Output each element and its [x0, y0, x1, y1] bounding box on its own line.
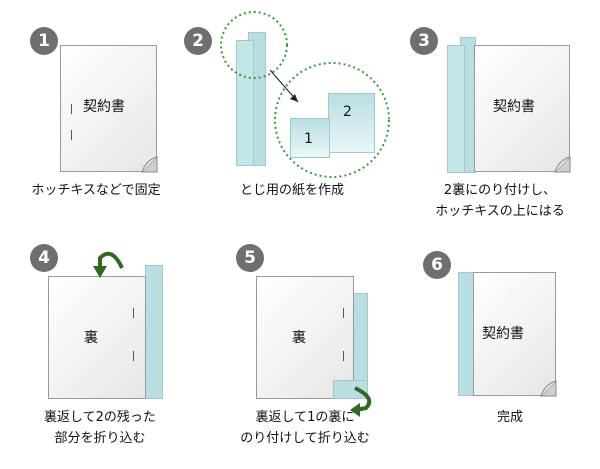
step-1-document-title: 契約書 [83, 99, 125, 115]
step-2-label-2: 2 [343, 104, 352, 120]
step-4-caption-line-2: 部分を折り込む [54, 431, 146, 446]
step-6-badge: 6 [423, 251, 451, 279]
step-4-badge: 4 [30, 244, 58, 272]
step-1-caption: ホッチキスなどで固定 [31, 183, 161, 198]
step-3-document: 契約書 [474, 45, 570, 172]
step-2-piece-2 [328, 93, 375, 153]
step-1-badge: 1 [30, 27, 58, 55]
step-1-staple-bottom [71, 130, 72, 140]
step-6-document-title: 契約書 [482, 326, 524, 342]
step-4-staple-top [133, 308, 134, 318]
step-3-caption-line-1: 2裏にのり付けし、 [443, 183, 557, 198]
step-5-staple-top [343, 308, 344, 318]
step-5-caption-line-2: のり付けして折り込む [240, 431, 370, 446]
step-4-staple-bottom [133, 351, 134, 361]
step-2-label-1: 1 [304, 131, 313, 147]
step-2-strip-front [236, 40, 254, 166]
step-2-zoom-circle-large [274, 62, 390, 178]
step-3-badge: 3 [410, 27, 438, 55]
step-2-piece-1 [290, 118, 330, 158]
step-2-badge: 2 [184, 27, 212, 55]
step-5-document-back: 裏 [256, 276, 354, 399]
step-5-fold-arrow [354, 386, 372, 412]
step-6-caption: 完成 [496, 410, 523, 425]
step-2-caption: とじ用の紙を作成 [239, 183, 344, 198]
step-6-document: 契約書 [473, 272, 556, 396]
step-4-fold-arrow [98, 251, 124, 270]
step-4-document-back: 裏 [48, 276, 146, 399]
step-1-document: 契約書 [60, 45, 157, 172]
step-3-document-title: 契約書 [493, 99, 535, 115]
step-5-document-title: 裏 [292, 330, 306, 346]
step-2-zoom-circle-small [220, 11, 288, 79]
step-5-badge: 5 [236, 244, 264, 272]
step-3-strip-front [447, 45, 465, 173]
step-1-staple-top [71, 104, 72, 114]
step-4-caption-line-1: 裏返して2の残った [44, 410, 156, 425]
step-5-caption-line-1: 裏返して1の裏に [255, 410, 355, 425]
step-5-staple-bottom [343, 351, 344, 361]
step-3-caption-line-2: ホッチキスの上にはる [435, 204, 565, 219]
step-5-strip-fold [333, 380, 368, 399]
step-4-document-title: 裏 [84, 330, 98, 346]
